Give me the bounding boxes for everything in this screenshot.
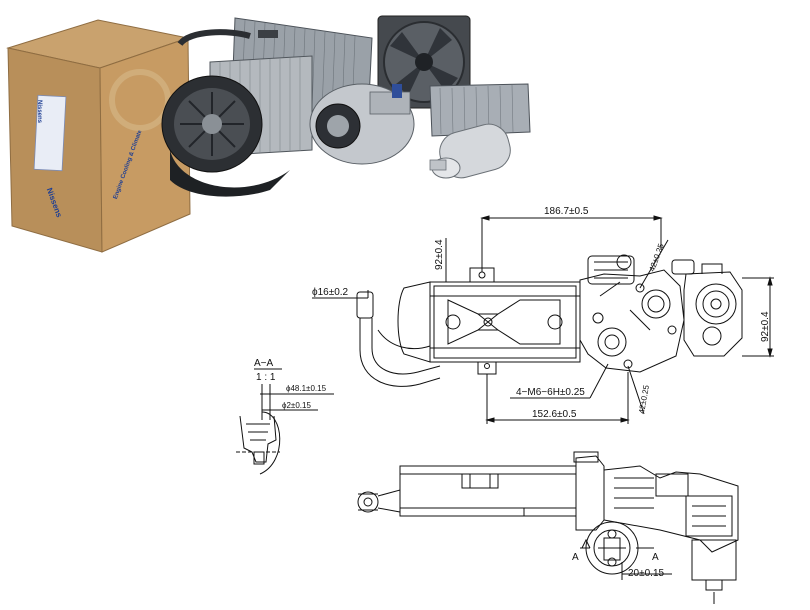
- dim-bottom-length-label: 152.6±0.5: [532, 409, 577, 420]
- dim-thread-label: 4−M6−6H±0.25: [516, 387, 585, 398]
- inlet-pipe: [356, 291, 441, 387]
- section-d1-label: ϕ48.1±0.15: [286, 384, 327, 393]
- dim-pipe-diameter-label: ϕ16±0.2: [312, 287, 349, 298]
- dim-angle-top: 42±0.25: [639, 239, 669, 289]
- egr-valve-housing: [579, 254, 685, 373]
- dim-right-height: 92±0.4: [742, 276, 774, 358]
- product-photo: Nissens Nissens Engine Cooling & Climate: [6, 15, 531, 253]
- blower-motor-part: [161, 75, 290, 197]
- section-marker-left: A: [572, 552, 579, 563]
- box-brand-label: Nissens: [36, 100, 42, 124]
- receiver-drier-part: [429, 123, 511, 179]
- dim-bottom-length: 152.6±0.5: [485, 372, 630, 424]
- section-label: A−A: [254, 358, 274, 369]
- dim-left-height: 92±0.4: [434, 238, 470, 283]
- dim-top-length: 186.7±0.5: [480, 206, 663, 272]
- egr-actuator: [671, 259, 743, 357]
- section-scale: 1 : 1: [256, 372, 276, 383]
- dim-angle-bottom: 42±0.25: [627, 365, 651, 415]
- technical-drawing: 186.7±0.5 92±0.4 ϕ16±0.2: [236, 206, 774, 604]
- dim-top-length-label: 186.7±0.5: [544, 206, 589, 217]
- dim-side-width-label: 20±0.15: [628, 568, 665, 579]
- dim-pipe-diameter: ϕ16±0.2: [312, 287, 369, 299]
- section-d2-label: ϕ2±0.15: [282, 401, 311, 410]
- dim-angle-top-label: 42±0.25: [647, 242, 666, 273]
- dim-thread: 4−M6−6H±0.25: [510, 363, 609, 399]
- section-marker-right: A: [652, 552, 659, 563]
- side-view: A A 20±0.15: [357, 451, 739, 604]
- ac-compressor-part: [309, 83, 415, 165]
- dim-angle-bottom-label: 42±0.25: [637, 384, 651, 415]
- dim-right-height-label: 92±0.4: [760, 311, 771, 342]
- egr-cooler-body: [397, 267, 581, 375]
- cardboard-box: Nissens Nissens Engine Cooling & Climate: [6, 19, 191, 253]
- section-aa-detail: A−A 1 : 1 ϕ48.1±0.15 ϕ2±0.15: [236, 358, 334, 475]
- dim-left-height-label: 92±0.4: [434, 239, 445, 270]
